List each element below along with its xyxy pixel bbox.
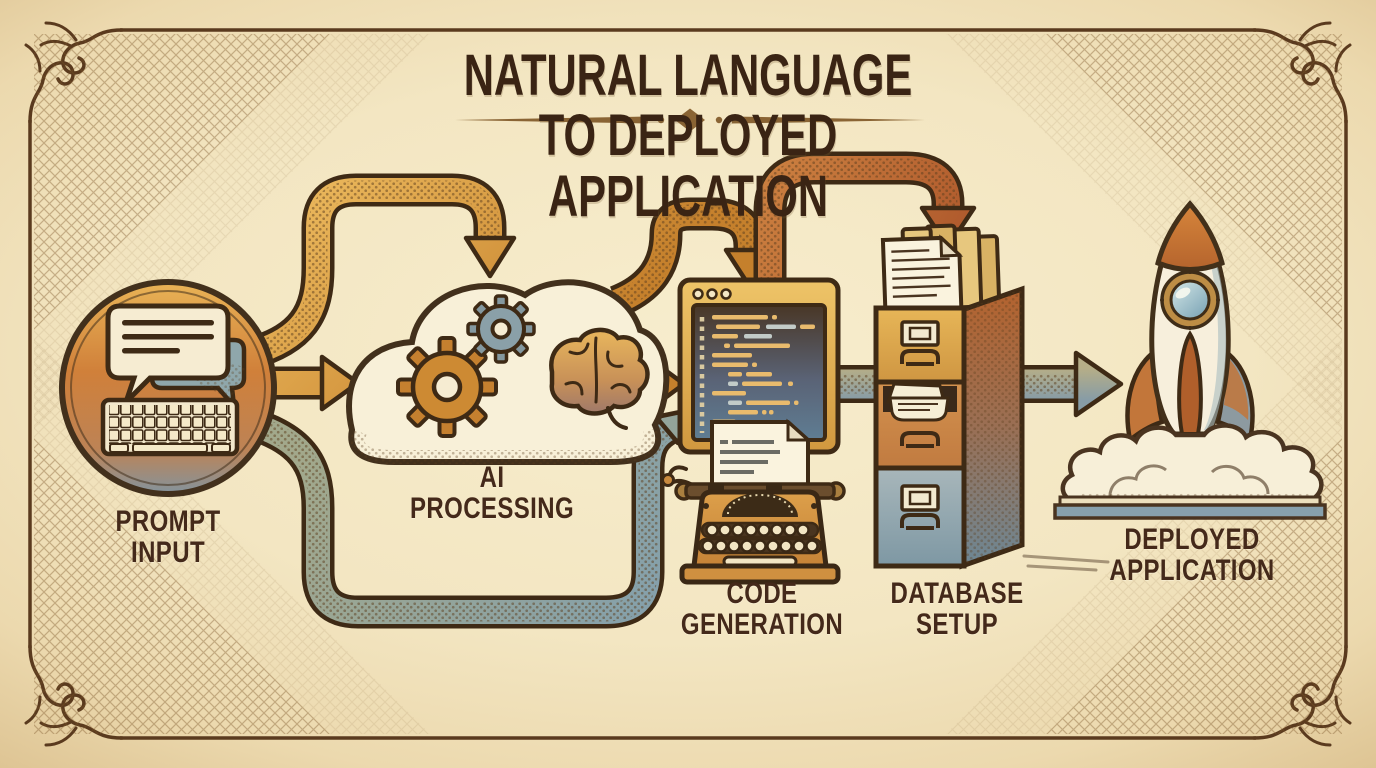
decorative-frame bbox=[24, 21, 1352, 747]
stage-label-code-generation: CODE GENERATION bbox=[680, 577, 844, 642]
keyboard-icon bbox=[100, 397, 240, 457]
ai-processing-icon bbox=[346, 279, 670, 465]
gear-icon-orange bbox=[396, 336, 498, 438]
stage-label-deployed-application: DEPLOYED APPLICATION bbox=[1109, 523, 1275, 588]
drawer-handle bbox=[900, 513, 940, 530]
title-divider bbox=[455, 108, 925, 132]
typewriter-icon bbox=[661, 418, 846, 585]
code-generation-icon bbox=[661, 277, 846, 585]
database-setup-icon bbox=[873, 223, 1110, 572]
window-dot-icon bbox=[706, 288, 718, 300]
typewriter-base bbox=[679, 563, 841, 585]
deployed-application-icon bbox=[1053, 200, 1327, 520]
paper-sheet-icon bbox=[710, 418, 812, 490]
window-dot-icon bbox=[692, 288, 704, 300]
stage-label-ai-processing: AI PROCESSING bbox=[409, 461, 575, 526]
window-dot-icon bbox=[720, 288, 732, 300]
drawer-handle bbox=[900, 349, 940, 366]
drawer-handle bbox=[900, 431, 940, 448]
page-title: NATURAL LANGUAGE TO DEPLOYED APPLICATION bbox=[463, 43, 913, 229]
brain-icon bbox=[549, 327, 650, 430]
rocket-fin-center bbox=[1177, 330, 1203, 436]
arrowhead-right-into-rocket bbox=[1073, 350, 1124, 418]
stage-label-database-setup: DATABASE SETUP bbox=[890, 577, 1024, 642]
typewriter-keys bbox=[701, 523, 819, 553]
prompt-input-icon bbox=[59, 279, 277, 497]
arrowhead-right-into-cloud bbox=[319, 354, 361, 412]
type-basket bbox=[722, 493, 798, 517]
stage-label-prompt-input: PROMPT INPUT bbox=[115, 505, 221, 570]
launch-platform bbox=[1053, 503, 1327, 520]
chat-bubble-icon-primary bbox=[105, 303, 231, 404]
cabinet-drawer-bottom bbox=[873, 465, 967, 569]
cabinet-shadow bbox=[1022, 554, 1110, 572]
cabinet-drawer-middle bbox=[873, 379, 967, 471]
gear-icon-steel bbox=[466, 294, 536, 364]
rocket-body-icon bbox=[1149, 200, 1231, 437]
arrowhead-down-into-cloud bbox=[463, 235, 517, 279]
folder-stack-icon bbox=[880, 223, 1002, 314]
cabinet-drawer-top bbox=[873, 305, 967, 385]
